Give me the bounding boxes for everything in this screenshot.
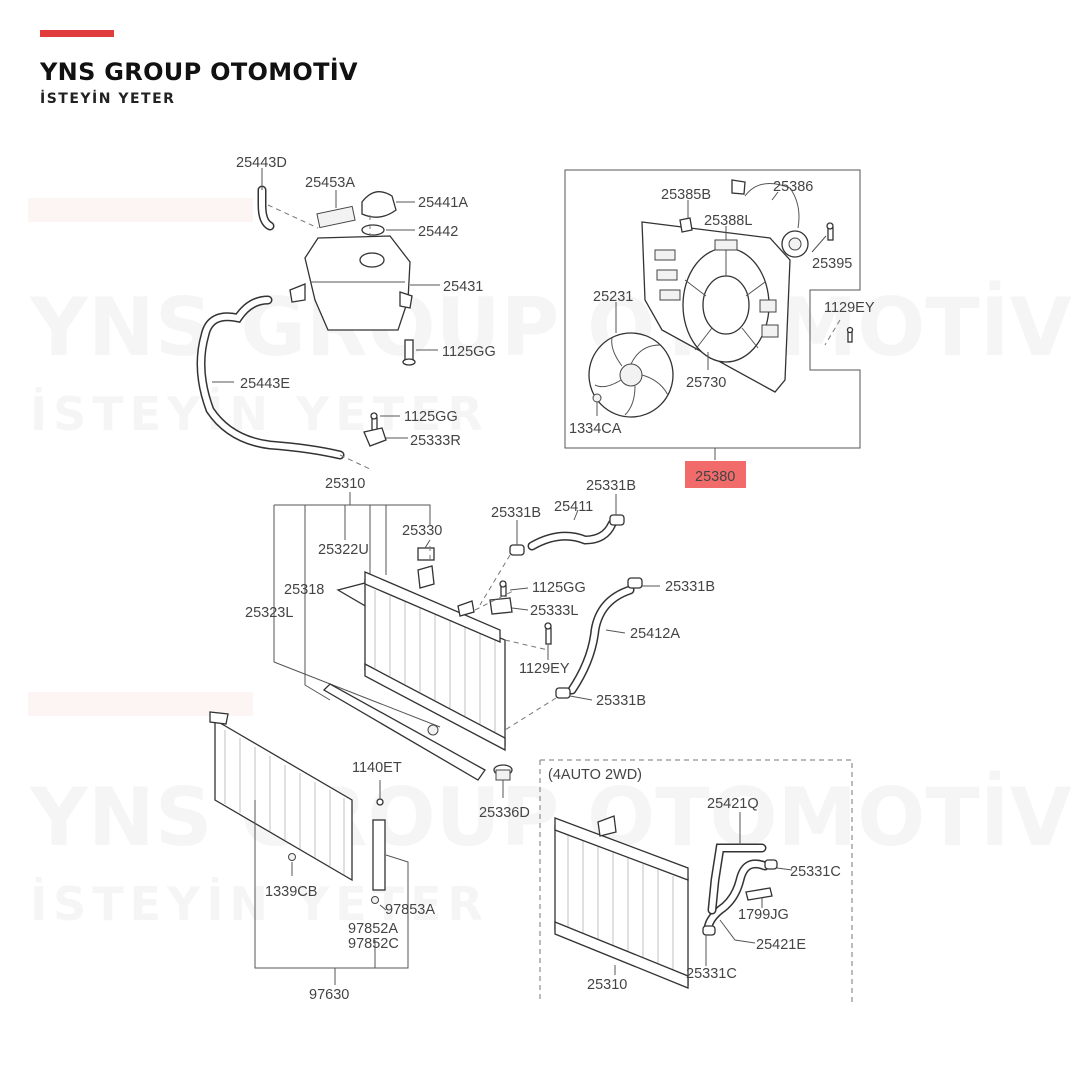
part-label: 1125GG [404,409,458,425]
fan-assembly-box [564,169,861,449]
condenser [214,718,353,882]
screw-25395 [826,222,834,230]
part-label: 25441A [418,195,468,211]
part-label: 25331B [491,505,541,521]
clamp-25331c-a [764,859,778,870]
clamp-25331c-b [702,925,716,936]
part-label: 25431 [443,279,483,295]
part-label: 25386 [773,179,813,195]
o-ring [361,224,385,236]
part-label: 25310 [587,977,627,993]
radiator-cap [417,547,435,561]
brand-title: YNS GROUP OTOMOTİV [40,58,358,86]
fan-assembly-group [564,169,861,449]
part-label: 97852A [348,921,398,937]
bracket-25333l [489,597,513,615]
part-label: 25411 [554,499,593,515]
part-label: 25395 [812,256,852,272]
part-label: 25421Q [707,796,759,812]
drain-plug [427,724,439,736]
part-label: 25412A [630,626,680,642]
part-label: 25331B [596,693,646,709]
part-label: 25443E [240,376,290,392]
part-label: 25730 [686,375,726,391]
part-label: 25322U [318,542,369,558]
air-guard-lower [322,683,486,781]
part-labels: 25443D 25453A 25441A 25442 25431 1125GG … [236,155,875,1003]
part-label: 1129EY [519,661,570,677]
clip-1799jg [745,887,773,901]
part-label: 1125GG [442,344,496,360]
radiator-inlet [457,600,475,617]
part-label: 25443D [236,155,287,171]
watermark-title-1: YNS GROUP OTOMOTİV [29,280,1072,374]
part-label: 25442 [418,224,458,240]
part-label: 97853A [385,902,435,918]
part-label: 25331C [790,864,841,880]
label-plate [316,205,356,229]
bushing-1339cb [288,853,296,861]
screw-1125gg [370,412,378,420]
part-label: 97630 [309,987,349,1003]
clamp-25331b-d [555,687,571,699]
part-label-highlighted[interactable]: 25380 [695,469,735,485]
part-label: 25323L [245,605,293,621]
hoses-group [479,514,643,731]
plug-97853a [371,896,379,904]
part-label: 25330 [402,523,442,539]
part-label: 25388L [704,213,752,229]
watermark-title-2: YNS GROUP OTOMOTİV [29,770,1072,864]
part-label: 1799JG [738,907,789,923]
screw-1125gg-c [499,580,507,588]
part-label: 25333L [530,603,578,619]
part-label: 25336D [479,805,530,821]
label-plate-25388l [714,239,738,251]
part-label: 1339CB [265,884,317,900]
clamp-25331b-b [609,514,625,526]
variant-box-title: (4AUTO 2WD) [548,767,642,783]
connector-25385b [679,217,693,233]
radiator-filler-neck [417,565,435,589]
part-label: 25331C [686,966,737,982]
nut-1334ca [592,393,602,403]
part-label: 25331B [665,579,715,595]
highlight-box[interactable] [685,461,746,488]
part-label: 25421E [756,937,806,953]
part-label: 1125GG [532,580,586,596]
bolt-1129ey [544,622,552,630]
clamp-25331b-a [509,544,525,556]
part-label: 25231 [593,289,633,305]
watermark-bar-1 [28,198,253,222]
radiator-lower-tank [364,662,506,752]
part-label: 1334CA [569,421,622,437]
reservoir-cap [361,191,397,218]
part-label: 25453A [305,175,355,191]
reservoir-bolt [402,358,416,366]
radiator-group [273,504,552,781]
watermark: YNS GROUP OTOMOTİV İSTEYİN YETER YNS GRO… [28,198,1072,864]
clamp-25331b-c [627,577,643,589]
part-label: 25310 [325,476,365,492]
condenser-group [209,711,409,985]
condenser-fitting [209,711,229,725]
receiver-drier [372,819,386,891]
part-label: 1129EY [824,300,875,316]
brand-accent-bar [40,30,114,37]
variant-box [539,759,853,1002]
radiator-upper-tank [364,571,501,643]
part-label: 97852C [348,936,399,952]
part-label: 1140ET [352,760,402,776]
part-label: 25331B [586,478,636,494]
part-label: 25385B [661,187,711,203]
brand-tagline: İSTEYİN YETER [40,91,176,107]
part-label: 25333R [410,433,461,449]
bracket-25333r [363,427,387,447]
reservoir-group [196,185,416,471]
fan-connector [731,179,746,195]
screw-1129ey [846,326,854,334]
part-label: 25318 [284,582,324,598]
